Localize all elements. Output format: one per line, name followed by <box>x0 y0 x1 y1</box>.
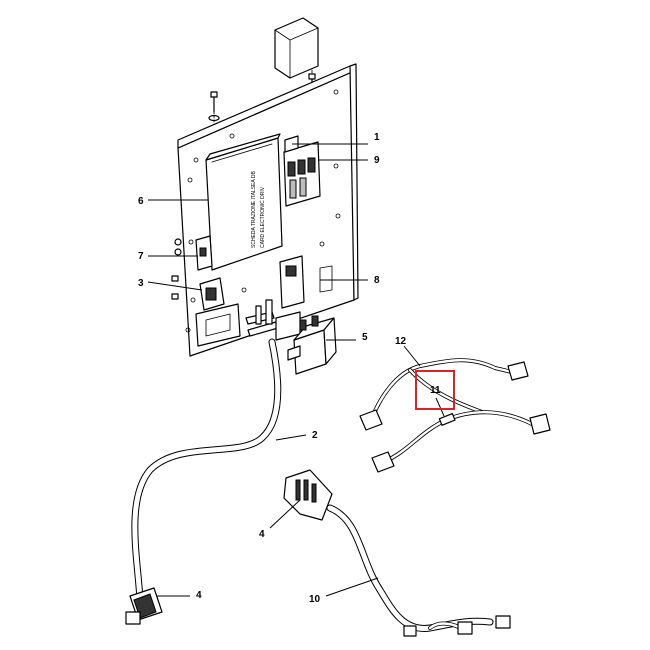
callout-11[interactable]: 11 <box>430 385 441 396</box>
callout-2[interactable]: 2 <box>312 430 318 441</box>
electronic-card: SCHEDA TRAZIONE ITALSEA DB CARD ELECTRON… <box>205 133 283 271</box>
callout-3[interactable]: 3 <box>138 278 144 289</box>
relay-module <box>171 275 225 311</box>
callout-12[interactable]: 12 <box>395 336 407 347</box>
fuse-holder <box>279 255 333 309</box>
board-label-line-1: SCHEDA TRAZIONE ITALSEA DB <box>251 171 257 248</box>
callout-8[interactable]: 8 <box>374 275 380 286</box>
callout-9[interactable]: 9 <box>374 155 380 166</box>
board-label-line-2: CARD ELECTRONIC DRIV <box>260 186 266 248</box>
main-cable-harness <box>125 338 282 625</box>
callout-labels: 1 9 6 7 3 8 5 12 11 2 4 4 10 <box>138 132 441 605</box>
callout-10[interactable]: 10 <box>309 594 321 605</box>
callout-4-upper[interactable]: 4 <box>259 529 265 540</box>
leader-lines <box>147 143 445 597</box>
contactor <box>287 315 337 375</box>
small-relay <box>174 235 213 271</box>
callout-5[interactable]: 5 <box>362 332 368 343</box>
harness-10 <box>283 469 511 637</box>
harness-11 <box>371 410 551 473</box>
callout-4-lower[interactable]: 4 <box>196 590 202 601</box>
callout-1[interactable]: 1 <box>374 132 380 143</box>
callout-6[interactable]: 6 <box>138 196 144 207</box>
highlight-box <box>415 370 455 410</box>
callout-7[interactable]: 7 <box>138 251 144 262</box>
terminal-block <box>283 135 321 207</box>
